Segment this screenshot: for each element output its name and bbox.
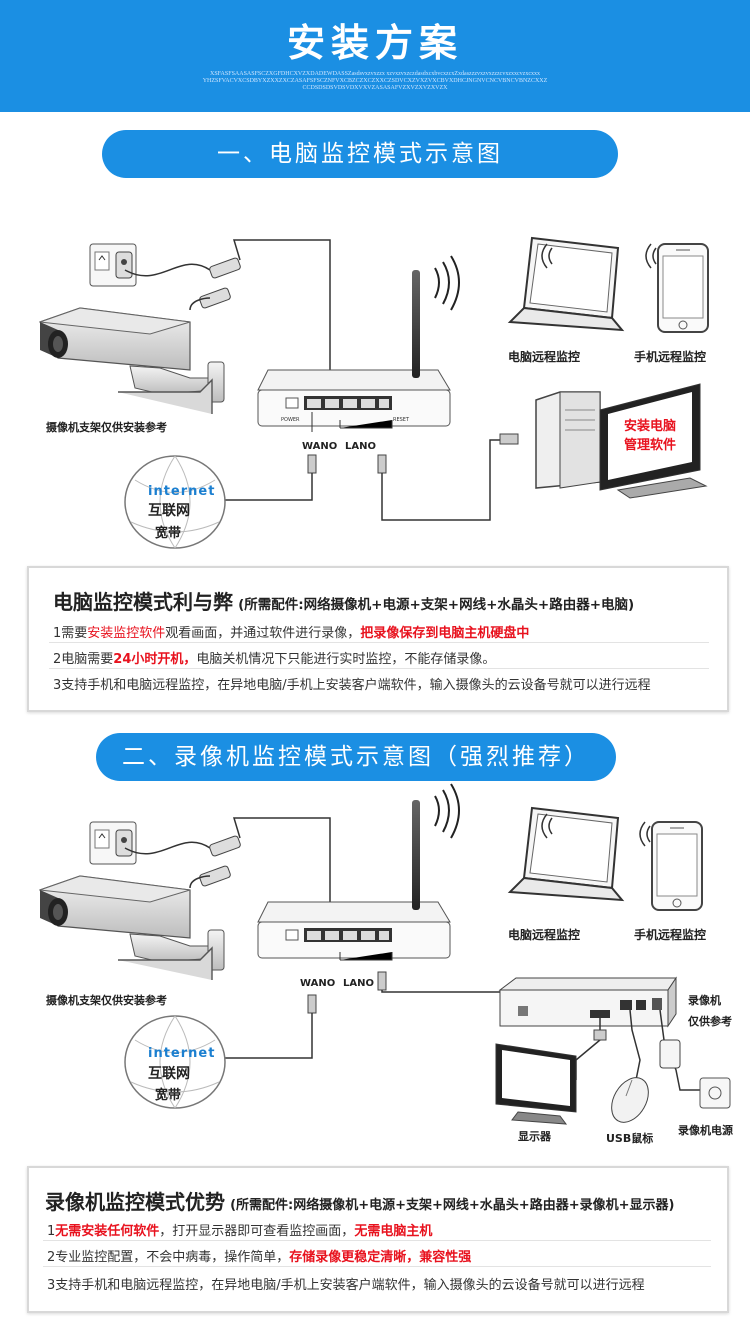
broadband-label-2: 宽带 [155,1088,182,1103]
antenna-2 [412,800,420,910]
wifi-waves-2 [434,783,460,839]
header-deco-text-3: CCDSDSDSVDSVDXVXVZASASAFVZXVZXVZXVZX [302,85,448,91]
outlet-1 [89,243,137,287]
nvr-label: 录像机 [688,994,721,1007]
internet-label-2: internet [148,1046,216,1061]
section2-line-2: 2专业监控配置，不会中病毒，操作简单，存储录像更稳定清晰，兼容性强 [47,1250,472,1265]
phone-remote-label-1: 手机远程监控 [634,350,707,364]
section2-box-title: 录像机监控模式优势 [45,1190,225,1214]
laptop-2 [509,807,623,901]
wifi-waves-1 [434,255,460,311]
header-deco-text-1: XSFASFSAASASFSCZXGFDHCXVZXDADEWDASSZasds… [210,71,540,77]
section1-pros-cons-box: 电脑监控模式利与弊 (所需配件:网络摄像机+电源+支架+网线+水晶头+路由器+电… [27,566,729,712]
lan-label-2: LANO [343,978,374,989]
section2-advantages-box: 录像机监控模式优势 (所需配件:网络摄像机+电源+支架+网线+水晶头+路由器+录… [27,1166,729,1313]
phone-2 [651,821,703,911]
nvr-device [498,976,677,1028]
section2-line-3: 3支持手机和电脑远程监控，在异地电脑/手机上安装客户端软件，输入摄像头的云设备号… [47,1278,645,1293]
internet-cn-label-1: 互联网 [148,503,190,519]
internet-cn-label-2: 互联网 [148,1066,190,1082]
section1-title: 一、电脑监控模式示意图 [102,130,618,178]
pc-screen-text: 安装电脑 管理软件 [623,419,676,453]
antenna-1 [412,270,420,378]
nvr-note-label: 仅供参考 [688,1015,732,1028]
wan-label-2: WANO [300,978,336,989]
section2-title: 二、录像机监控模式示意图（强烈推荐） [96,733,616,781]
camera-note-1: 摄像机支架仅供安装参考 [46,421,167,434]
camera-2 [39,875,225,971]
lan-label-1: LANO [345,441,376,452]
camera-1 [39,307,225,403]
nvr-power-adapter [659,1039,731,1109]
outlet-2 [89,821,137,865]
monitor [495,1043,577,1125]
section1-box-note: (所需配件:网络摄像机+电源+支架+网线+水晶头+路由器+电脑) [238,597,635,613]
camera-note-2: 摄像机支架仅供安装参考 [46,994,167,1007]
header-deco-text-2: YHZSFVACVXCSDBYXZXXZXCZASAFSFSCZNFVXCBZC… [202,78,548,84]
phone-remote-label-2: 手机远程监控 [634,928,707,942]
section1-line-3: 3支持手机和电脑远程监控，在异地电脑/手机上安装客户端软件，输入摄像头的云设备号… [53,678,651,693]
section2-line-1: 1无需安装任何软件，打开显示器即可查看监控画面，无需电脑主机 [47,1224,433,1239]
phone-1 [657,243,709,333]
usb-mouse [611,1077,649,1123]
page-title: 安装方案 [286,21,463,65]
header-banner: 安装方案 XSFASFSAASASFSCZXGFDHCXVZXDADEWDASS… [0,0,750,112]
section2-box-note: (所需配件:网络摄像机+电源+支架+网线+水晶头+路由器+录像机+显示器) [230,1198,675,1213]
pc-remote-label-2: 电脑远程监控 [508,928,581,942]
desktop-pc [535,383,708,499]
pc-remote-label-1: 电脑远程监控 [508,350,581,364]
phone-waves-1 [645,243,657,269]
nvr-power-label: 录像机电源 [678,1124,733,1137]
laptop-1 [509,237,623,331]
section1-line-1: 1需要安装监控软件观看画面，并通过软件进行录像，把录像保存到电脑主机硬盘中 [53,626,530,641]
wan-label-1: WANO [302,441,338,452]
section1-line-2: 2电脑需要24小时开机，电脑关机情况下只能进行实时监控，不能存储录像。 [53,652,496,667]
router-2 [257,901,451,959]
phone-waves-2 [639,821,651,847]
mouse-label: USB鼠标 [606,1132,654,1145]
broadband-label-1: 宽带 [155,526,182,541]
internet-label-1: internet [148,484,216,499]
power-port-label: POWER [281,417,300,423]
reset-port-label: RESET [393,417,410,423]
monitor-label: 显示器 [518,1130,551,1143]
section1-box-title: 电脑监控模式利与弊 [53,590,233,614]
